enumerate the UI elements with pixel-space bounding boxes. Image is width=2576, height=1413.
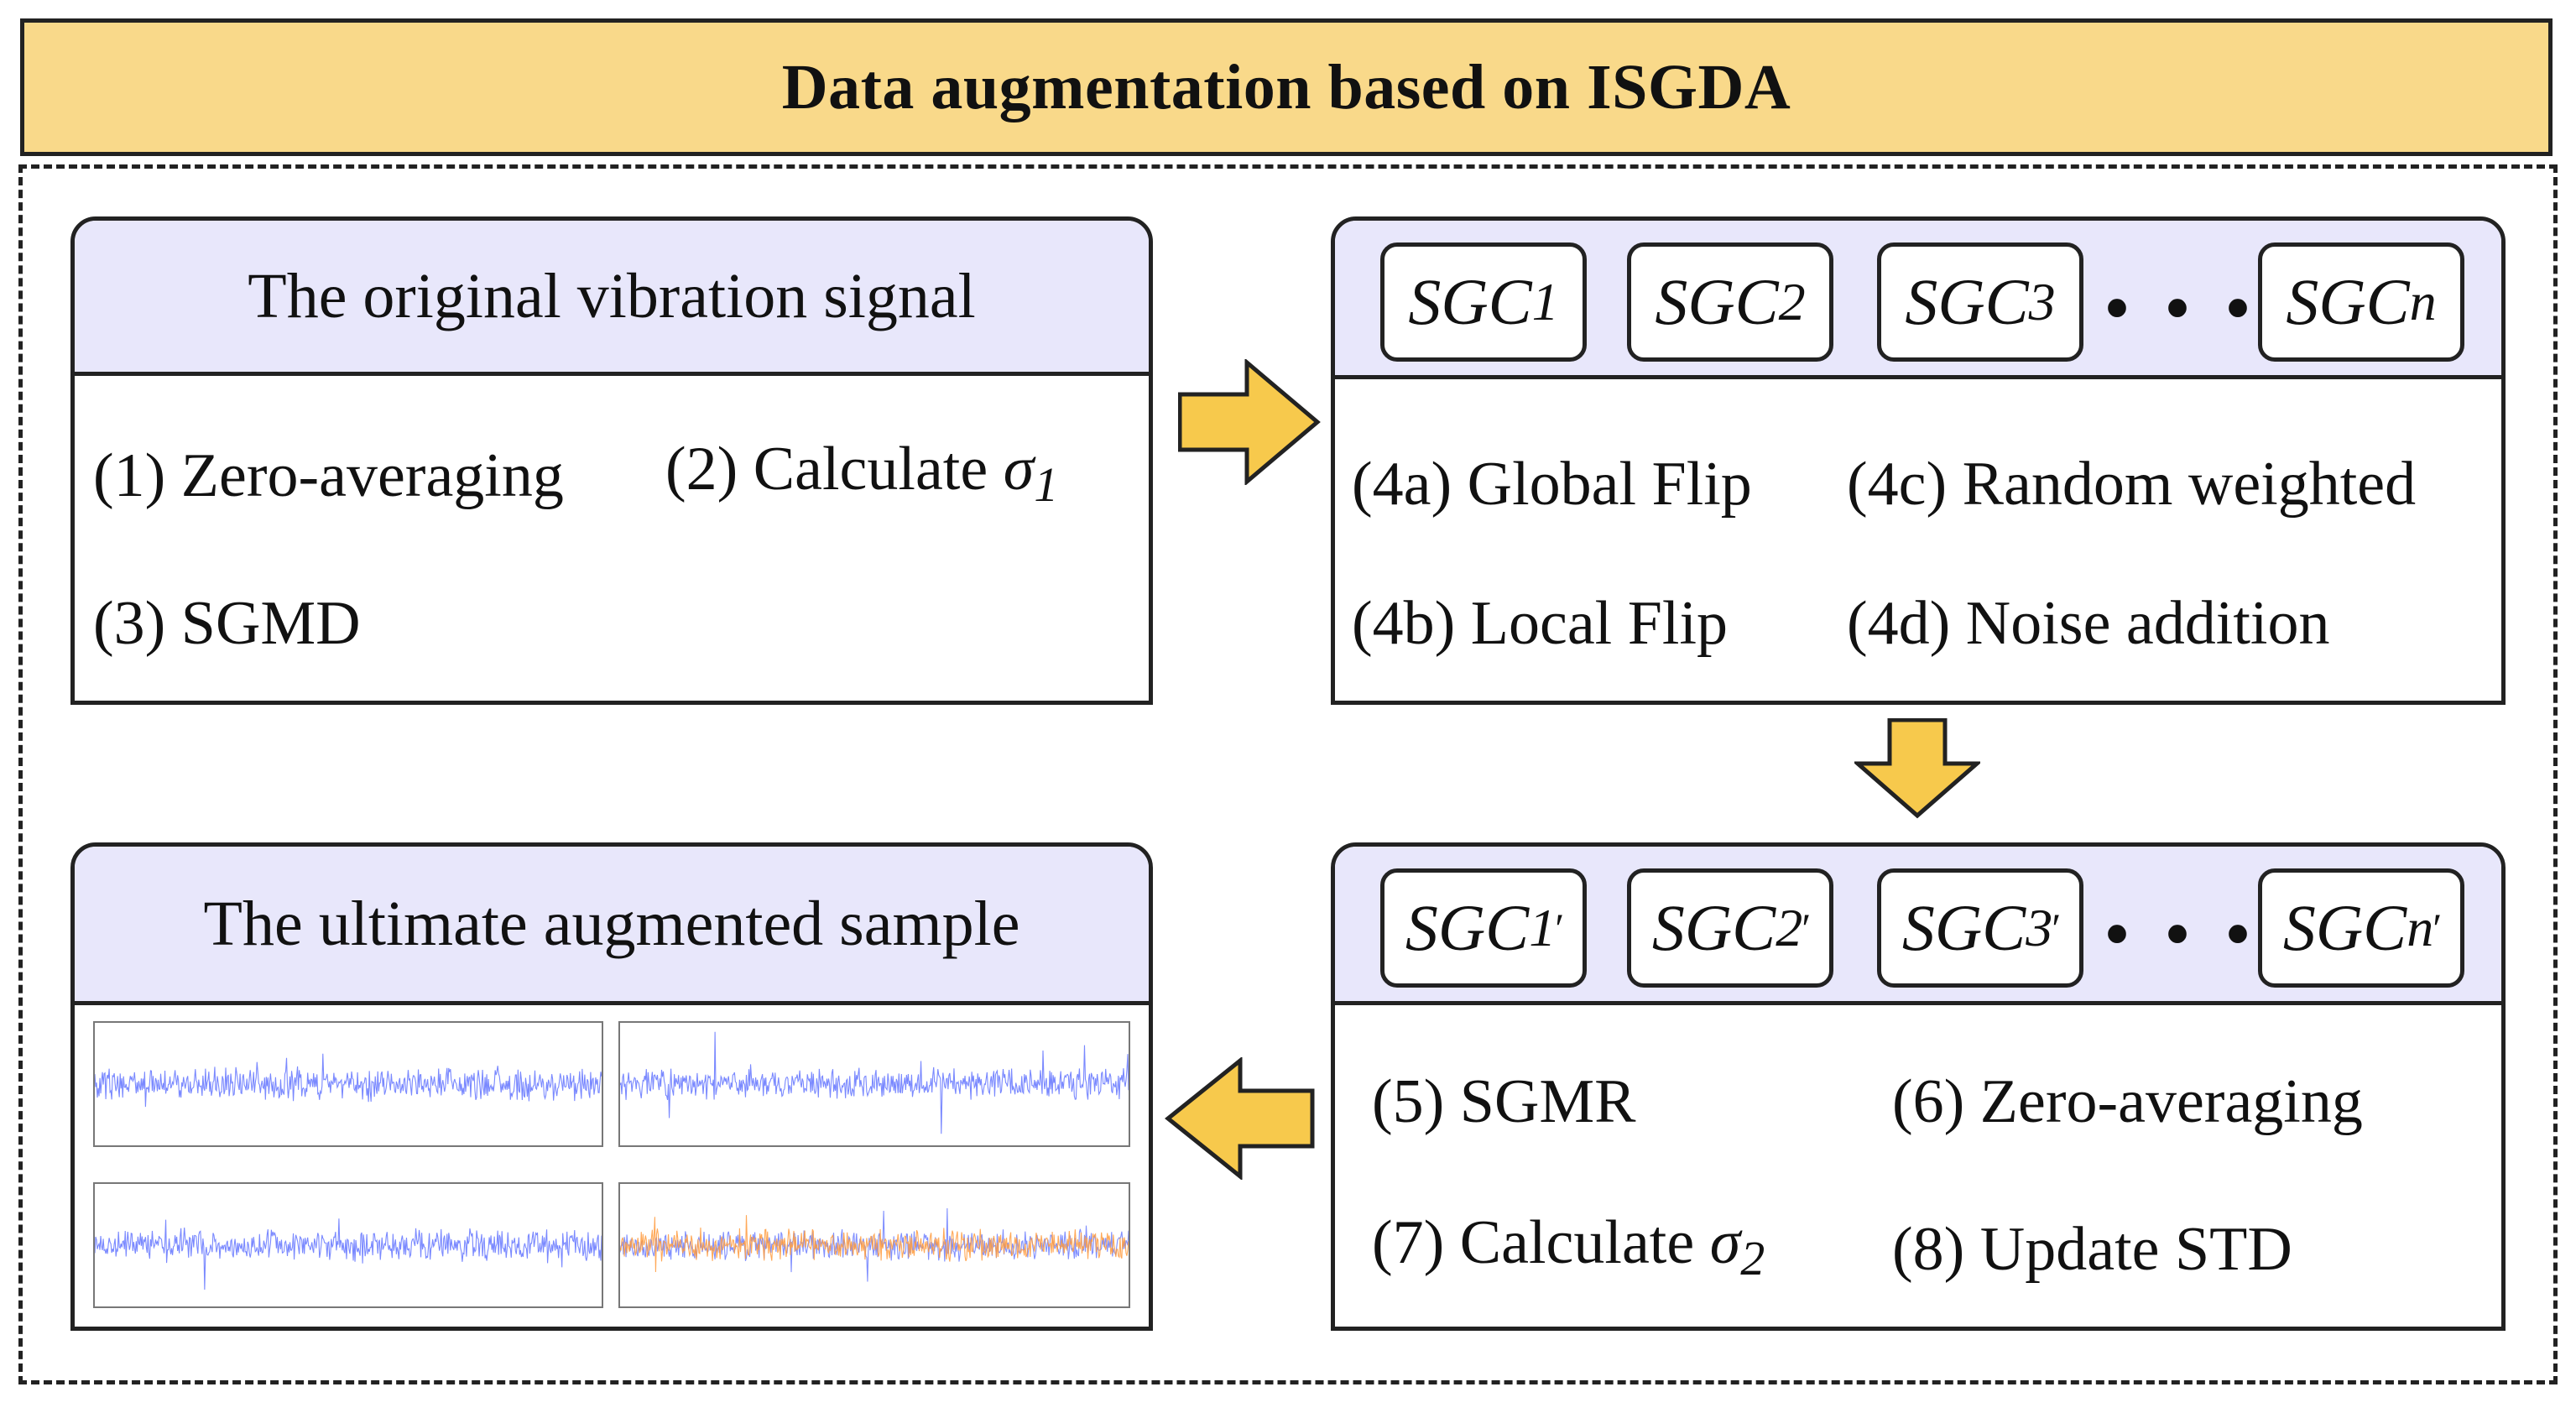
waveform-trace-blue xyxy=(95,1053,602,1108)
waveform-1-svg xyxy=(95,1053,602,1108)
step-7: (7) Calculate σ2 xyxy=(1372,1207,1765,1286)
step-6: (6) Zero-averaging xyxy=(1892,1067,2363,1136)
diagram-title: Data augmentation based on ISGDA xyxy=(781,51,1791,123)
title-bar: Data augmentation based on ISGDA xyxy=(20,18,2553,156)
panel-original-signal: The original vibration signal (1) Zero-a… xyxy=(70,216,1153,705)
waveform-plot-3 xyxy=(93,1182,603,1308)
waveform-plot-4 xyxy=(618,1182,1130,1308)
step-5: (5) SGMR xyxy=(1372,1067,1636,1136)
step-3: (3) SGMD xyxy=(93,589,361,658)
ellipsis-dots: • • • xyxy=(2105,272,2261,346)
sigma-2-symbol: σ2 xyxy=(1709,1208,1765,1285)
step-7-label: (7) Calculate xyxy=(1372,1208,1710,1277)
step-2: (2) Calculate σ1 xyxy=(665,434,1058,513)
panel-augmented-sample: The ultimate augmented sample xyxy=(70,842,1153,1331)
waveform-trace-blue xyxy=(620,1207,1129,1282)
step-8: (8) Update STD xyxy=(1892,1215,2292,1284)
step-4a: (4a) Global Flip xyxy=(1352,450,1752,519)
panel-augmented-title: The ultimate augmented sample xyxy=(203,888,1020,959)
dashed-frame xyxy=(18,164,2558,1384)
waveform-4-svg xyxy=(620,1207,1129,1282)
panel-augmented-header: The ultimate augmented sample xyxy=(75,847,1149,1005)
waveform-plot-2 xyxy=(618,1021,1130,1147)
waveform-trace-orange xyxy=(620,1215,1129,1273)
sigma-1-symbol: σ1 xyxy=(1003,435,1059,512)
panel-original-header: The original vibration signal xyxy=(75,221,1149,376)
waveform-2-svg xyxy=(620,1031,1129,1134)
ellipsis-dots: • • • xyxy=(2105,898,2261,972)
waveform-plot-1 xyxy=(93,1021,603,1147)
panel-original-title: The original vibration signal xyxy=(248,260,976,331)
step-4c: (4c) Random weighted xyxy=(1847,450,2417,519)
waveform-3-svg xyxy=(95,1218,602,1290)
waveform-trace-blue xyxy=(620,1031,1129,1134)
step-1: (1) Zero-averaging xyxy=(93,441,564,510)
arrow-left-icon xyxy=(1165,1057,1315,1180)
arrow-down-icon xyxy=(1854,718,1980,819)
step-4d: (4d) Noise addition xyxy=(1847,589,2330,658)
step-4b: (4b) Local Flip xyxy=(1352,589,1729,658)
step-2-label: (2) Calculate xyxy=(665,435,1004,503)
arrow-right-icon xyxy=(1178,359,1321,485)
waveform-trace-blue xyxy=(95,1218,602,1290)
